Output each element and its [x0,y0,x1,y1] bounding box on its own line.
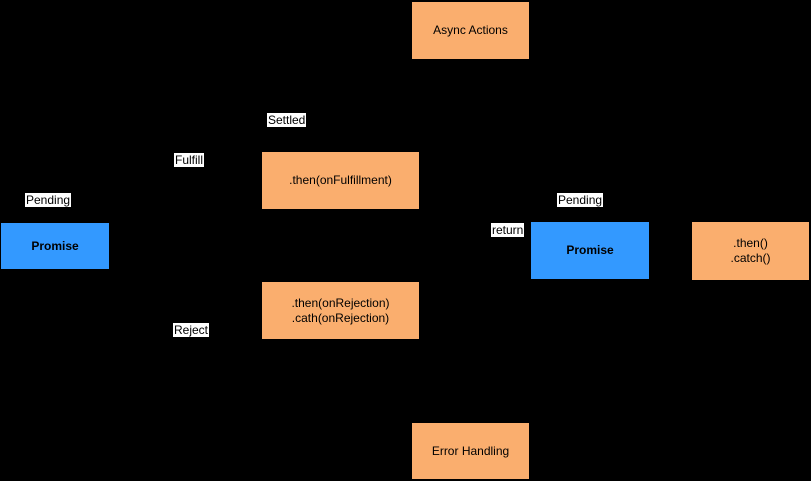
node-promise-initial[interactable]: Promise [0,222,110,270]
node-async-actions-label: Async Actions [433,23,508,37]
node-then-catch[interactable]: .then() .catch() [691,221,810,281]
connector-reject-to-error [470,340,471,422]
connector-fulfill-to-async [470,60,471,151]
edge-label-reject: Reject [173,323,210,337]
edge-label-settled: Settled [267,113,307,127]
edge-label-pending-left: Pending [25,193,72,207]
edge-label-return: return [491,223,525,237]
connector-reject-horizontal [185,310,261,311]
node-then-on-rejection-label: .then(onRejection) [291,295,390,310]
node-cath-on-rejection-label: .cath(onRejection) [291,310,390,325]
connector-chained-to-then-catch [650,250,691,251]
node-catch-label: .catch() [730,251,771,265]
connector-promise-to-reject [185,245,186,311]
connector-to-chained-promise [420,250,530,251]
node-promise-chained-label: Promise [566,243,614,257]
node-then-on-rejection[interactable]: .then(onRejection) .cath(onRejection) [261,281,420,340]
node-then-on-fulfillment-label: .then(onFulfillment) [289,173,392,187]
edge-label-fulfill: Fulfill [174,153,205,167]
node-error-handling[interactable]: Error Handling [411,422,530,480]
node-async-actions[interactable]: Async Actions [411,1,530,60]
edge-label-pending-right: Pending [557,193,604,207]
node-promise-initial-label: Promise [31,238,79,253]
node-error-handling-label: Error Handling [431,443,510,458]
node-promise-chained[interactable]: Promise [530,221,650,280]
node-then-on-fulfillment[interactable]: .then(onFulfillment) [261,151,420,210]
node-then-label: .then() [733,236,768,250]
